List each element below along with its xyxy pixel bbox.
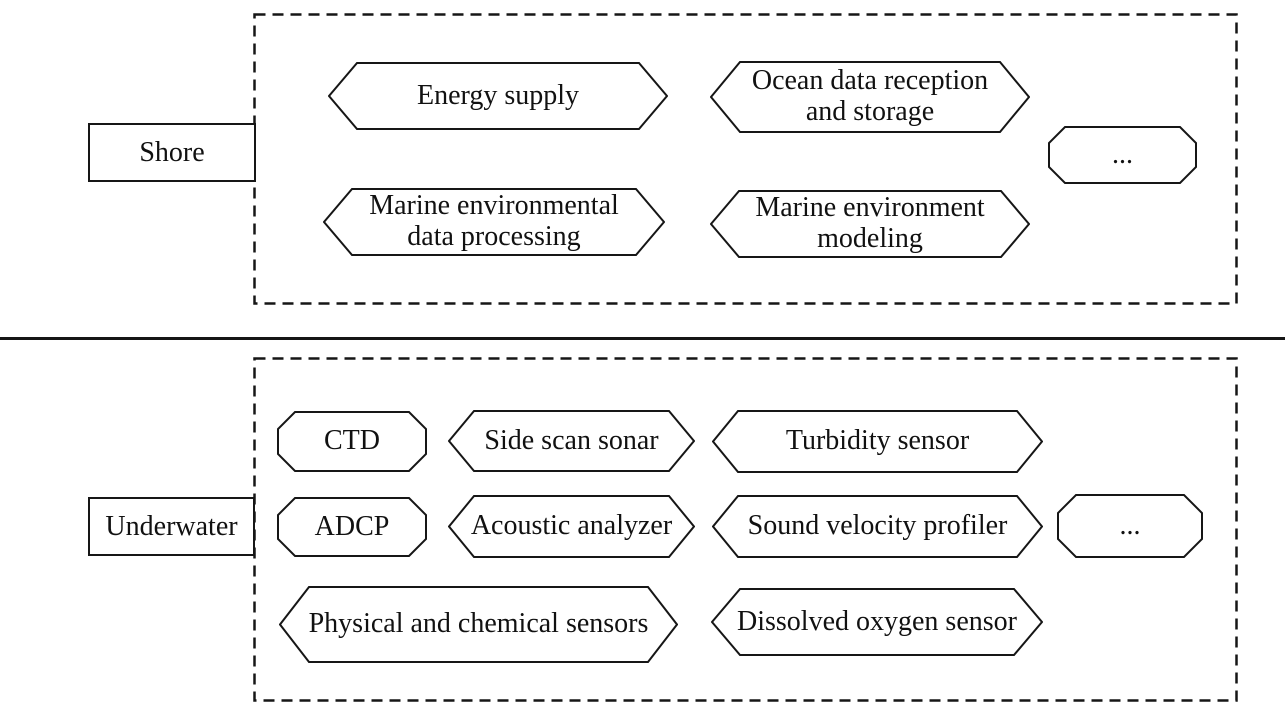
section-separator-line	[0, 337, 1285, 340]
node-label: Dissolved oxygen sensor	[737, 605, 1017, 637]
node-label: Marine environmental data processing	[369, 190, 619, 252]
node-sound-velocity-profiler: Sound velocity profiler	[712, 495, 1043, 558]
node-label: Turbidity sensor	[785, 425, 970, 457]
hexagon-shape	[711, 588, 1043, 656]
node-label: Side scan sonar	[484, 424, 659, 456]
hexagon-shape	[710, 61, 1030, 133]
octagon-shape	[277, 497, 427, 557]
hexagon-shape	[323, 188, 665, 256]
node-energy-supply: Energy supply	[328, 62, 668, 130]
node-dissolved-oxygen-sensor: Dissolved oxygen sensor	[711, 588, 1043, 656]
node-label: Sound velocity profiler	[747, 510, 1008, 542]
node-more-underwater-sensors: ...	[1057, 494, 1203, 558]
node-label: CTD	[324, 425, 380, 457]
hexagon-shape	[279, 586, 678, 663]
node-side-scan-sonar: Side scan sonar	[448, 410, 695, 472]
node-label: ...	[1112, 138, 1133, 170]
underwater-label: Underwater	[105, 510, 238, 542]
node-physical-and-chemical-sensors: Physical and chemical sensors	[279, 586, 678, 663]
node-adcp: ADCP	[277, 497, 427, 557]
node-ocean-data-reception-and-storage: Ocean data reception and storage	[710, 61, 1030, 133]
node-more-shore-modules: ...	[1048, 126, 1197, 184]
node-acoustic-analyzer: Acoustic analyzer	[448, 495, 695, 558]
shore-label: Shore	[139, 136, 205, 168]
node-label: ADCP	[314, 510, 390, 542]
hexagon-shape	[448, 495, 695, 558]
shore-label-box: Shore	[88, 123, 256, 182]
node-label: ...	[1119, 509, 1141, 541]
hexagon-shape	[328, 62, 668, 130]
node-marine-environmental-data-processing: Marine environmental data processing	[323, 188, 665, 256]
underwater-label-box: Underwater	[88, 497, 255, 556]
node-ctd: CTD	[277, 411, 427, 472]
node-turbidity-sensor: Turbidity sensor	[712, 410, 1043, 473]
node-label: Physical and chemical sensors	[308, 608, 649, 640]
hexagon-shape	[448, 410, 695, 472]
node-marine-environment-modeling: Marine environment modeling	[710, 190, 1030, 258]
node-label: Ocean data reception and storage	[751, 65, 989, 127]
hexagon-shape	[710, 190, 1030, 258]
node-label: Marine environment modeling	[755, 192, 985, 254]
octagon-shape	[277, 411, 427, 472]
octagon-shape	[1057, 494, 1203, 558]
node-label: Energy supply	[416, 79, 580, 111]
hexagon-shape	[712, 495, 1043, 558]
node-label: Acoustic analyzer	[470, 510, 673, 542]
octagon-shape	[1048, 126, 1197, 184]
hexagon-shape	[712, 410, 1043, 473]
